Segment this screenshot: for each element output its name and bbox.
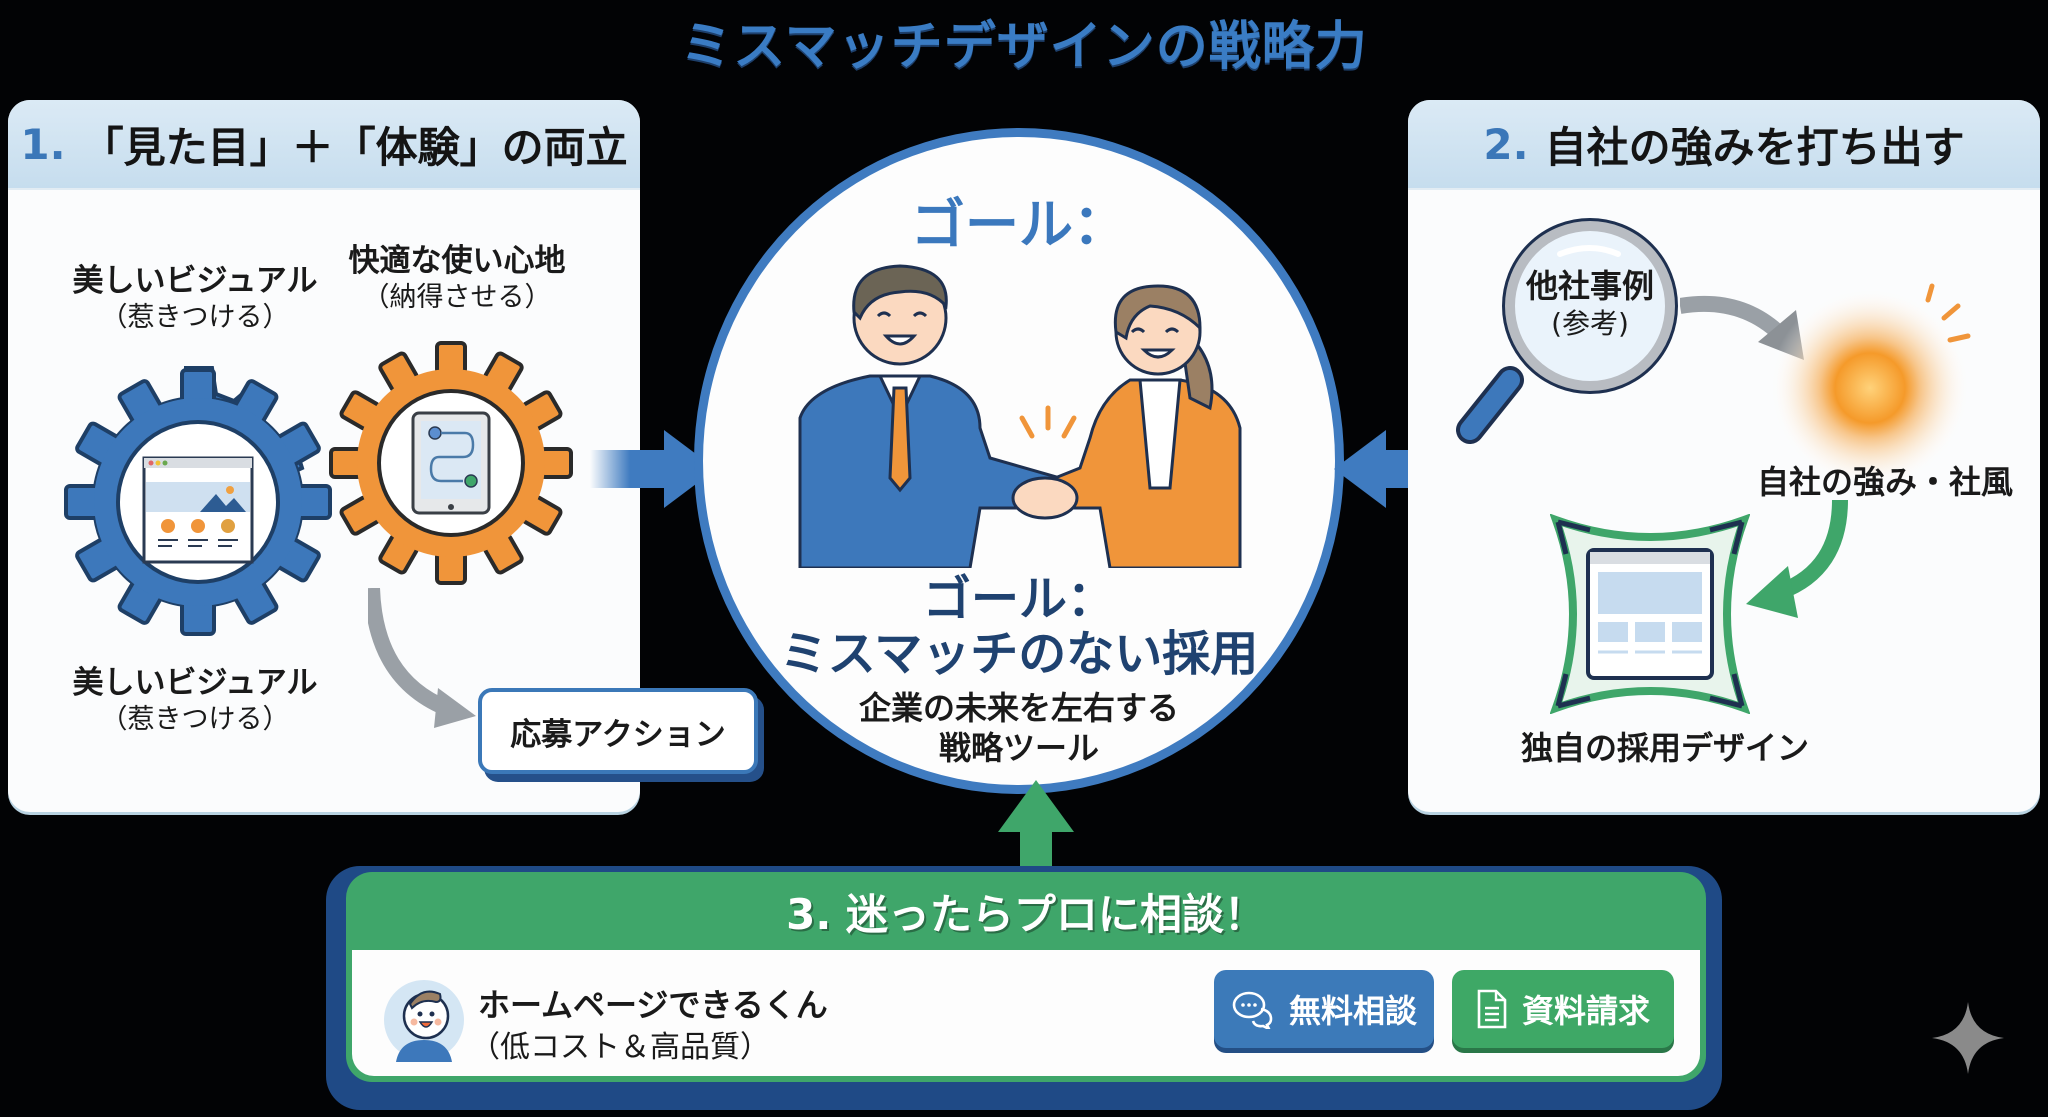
mascot-avatar	[384, 980, 464, 1062]
gear-blue-label: 美しいビジュアル （惹きつける）	[60, 262, 330, 335]
panel2-number: 2.	[1483, 119, 1529, 169]
panel1-number: 1.	[20, 119, 66, 169]
arrow-right-icon	[590, 430, 716, 508]
bottom-visual-label: 美しいビジュアル （惹きつける）	[60, 664, 330, 737]
curved-arrow-green-icon	[1746, 500, 1848, 618]
main-title: ミスマッチデザインの戦略力	[680, 17, 1368, 77]
curved-arrow-icon	[368, 588, 476, 728]
design-label: 独自の採用デザイン	[1520, 729, 1809, 767]
request-materials-label: 資料請求	[1521, 992, 1650, 1030]
apply-action-box: 応募アクション	[478, 688, 758, 774]
sparkle-icon	[1932, 1002, 2004, 1074]
goal-subtitle: 企業の未来を左右する 戦略ツール	[694, 688, 1344, 768]
consult-heading: 3. 迷ったらプロに相談！	[786, 889, 1266, 939]
goal-title-line1: ゴール：	[922, 571, 1115, 627]
gear-orange-label: 快適な使い心地 （納得させる）	[322, 242, 592, 315]
request-materials-button[interactable]: 資料請求	[1452, 970, 1674, 1048]
brand-name: ホームページできるくん	[478, 986, 828, 1024]
bottom-visual-title: 美しいビジュアル	[72, 665, 318, 701]
gear-blue-sub: （惹きつける）	[100, 301, 290, 333]
panel2-heading: 自社の強みを打ち出す	[1544, 122, 1965, 172]
chat-bubbles-icon	[1232, 991, 1273, 1029]
sun-strength-icon	[1770, 283, 1971, 480]
magnifier-sub: (参考)	[1551, 307, 1629, 340]
gear-blue-icon	[64, 366, 332, 636]
goal-sub-line2: 戦略ツール	[938, 729, 1099, 767]
free-consult-label: 無料相談	[1288, 992, 1417, 1030]
goal-title-line2: ミスマッチのない採用	[779, 626, 1259, 683]
arrow-up-icon	[998, 780, 1074, 876]
goal-top-label: ゴール：	[911, 193, 1127, 256]
brand-subtitle: （低コスト＆高品質）	[470, 1030, 770, 1065]
bottom-visual-sub: （惹きつける）	[100, 703, 290, 735]
tablet-flow-icon	[411, 411, 491, 515]
handshake-illustration	[798, 264, 1242, 568]
panel1-heading: 「見た目」＋「体験」の両立	[81, 122, 628, 172]
gear-orange-title: 快適な使い心地	[348, 243, 566, 279]
web-page-icon	[142, 456, 254, 564]
panel1-header: 1. 「見た目」＋「体験」の両立	[8, 100, 640, 190]
panel2-header: 2. 自社の強みを打ち出す	[1408, 100, 2040, 190]
gear-blue-title: 美しいビジュアル	[72, 263, 318, 299]
magnifier-icon	[1456, 218, 1678, 444]
consult-body: ホームページできるくん （低コスト＆高品質） 無料相談 資料請求	[352, 950, 1700, 1076]
sun-label: 自社の強み・社風	[1756, 463, 2013, 501]
consult-panel: 3. 迷ったらプロに相談！ ホームページできるくん （低コスト＆高品質） 無料相…	[346, 872, 1706, 1082]
custom-design-icon	[1550, 514, 1750, 714]
gear-orange-sub: （納得させる）	[362, 281, 552, 313]
document-icon	[1477, 989, 1507, 1029]
magnifier-label: 他社事例 (参考)	[1510, 266, 1670, 341]
magnifier-title: 他社事例	[1525, 267, 1654, 305]
goal-title: ゴール： ミスマッチのない採用	[694, 571, 1344, 683]
free-consult-button[interactable]: 無料相談	[1214, 970, 1434, 1048]
goal-sub-line1: 企業の未来を左右する	[858, 689, 1179, 727]
gear-orange-icon	[329, 341, 573, 585]
